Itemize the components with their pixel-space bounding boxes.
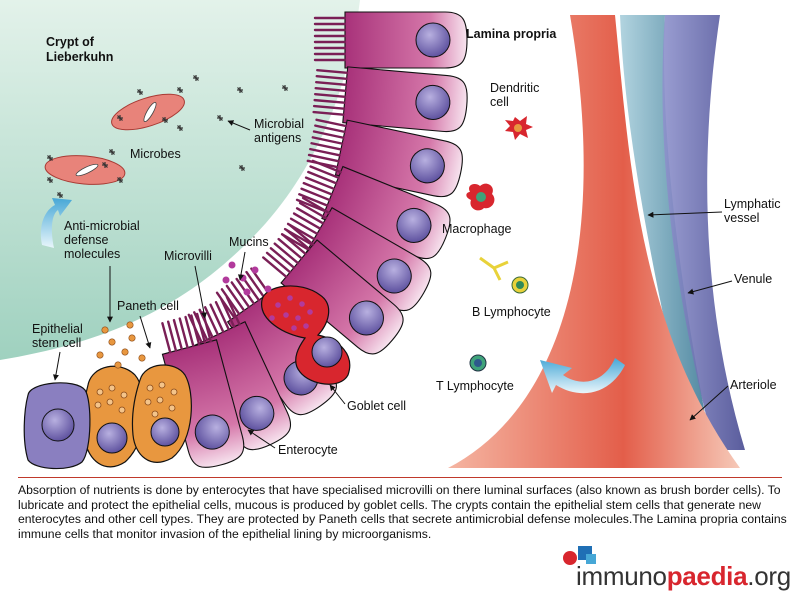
label-b-lymphocyte: B Lymphocyte bbox=[472, 305, 551, 319]
label-microbial-antigens-line1: Microbial bbox=[254, 117, 304, 131]
label-arteriole: Arteriole bbox=[730, 378, 777, 392]
enterocyte-cell bbox=[262, 224, 404, 355]
goblet-cell bbox=[261, 285, 351, 385]
label-epithelial-stem-cell-line1: Epithelial bbox=[32, 322, 83, 336]
label-dendritic-cell-line2: cell bbox=[490, 95, 509, 109]
label-microbial-antigens-line2: antigens bbox=[254, 131, 301, 145]
caption-divider bbox=[18, 477, 782, 478]
label-macrophage: Macrophage bbox=[442, 222, 512, 236]
label-dendritic-cell-line1: Dendritic bbox=[490, 81, 539, 95]
enterocyte-cell bbox=[312, 66, 468, 133]
label-anti-microbial-line1: Anti-microbial bbox=[64, 219, 140, 233]
b-lymphocyte-icon bbox=[479, 256, 529, 294]
diagram-labels: Crypt of Lieberkuhn Lamina propria Micro… bbox=[32, 27, 781, 457]
label-microbes: Microbes bbox=[130, 147, 181, 161]
label-epithelial-stem-cell-line2: stem cell bbox=[32, 336, 81, 350]
crypt-lumen bbox=[0, 0, 360, 360]
epithelium bbox=[161, 11, 468, 468]
anti-microbial-granules bbox=[96, 321, 146, 369]
lymphatic-vessel bbox=[620, 15, 710, 440]
anti-microbial-arrow bbox=[40, 198, 72, 248]
label-paneth-cell: Paneth cell bbox=[117, 299, 179, 313]
label-enterocyte: Enterocyte bbox=[278, 443, 338, 457]
venule bbox=[662, 15, 745, 450]
diagram-caption: Absorption of nutrients is done by enter… bbox=[18, 483, 787, 541]
immunopaedia-logo: immunopaedia.org bbox=[576, 561, 791, 592]
leader-lines bbox=[52, 120, 733, 449]
crypt-diagram: Crypt of Lieberkuhn Lamina propria Micro… bbox=[0, 0, 781, 470]
label-mucins: Mucins bbox=[229, 235, 269, 249]
label-anti-microbial-line3: molecules bbox=[64, 247, 120, 261]
label-crypt-line1: Crypt of bbox=[46, 35, 95, 49]
t-lymphocyte-icon bbox=[469, 354, 487, 372]
logo-cube-icon bbox=[563, 546, 596, 565]
paneth-cell bbox=[82, 364, 192, 468]
logo-part-org: .org bbox=[747, 561, 791, 591]
dendritic-cell-icon bbox=[505, 116, 533, 140]
microbial-antigen-icons bbox=[47, 75, 288, 198]
logo-part-paedia: paedia bbox=[666, 561, 748, 591]
label-crypt-line2: Lieberkuhn bbox=[46, 50, 113, 64]
label-lamina-propria: Lamina propria bbox=[466, 27, 557, 41]
epithelial-stem-cell bbox=[23, 382, 91, 470]
label-microvilli: Microvilli bbox=[164, 249, 212, 263]
enterocyte-cell bbox=[313, 11, 468, 69]
label-venule: Venule bbox=[734, 272, 772, 286]
macrophage-icon bbox=[466, 183, 495, 211]
label-goblet-cell: Goblet cell bbox=[347, 399, 406, 413]
immune-migration-arrow bbox=[540, 358, 625, 394]
label-lymphatic-vessel-line2: vessel bbox=[724, 211, 759, 225]
arteriole bbox=[448, 15, 740, 468]
label-lymphatic-vessel-line1: Lymphatic bbox=[724, 197, 781, 211]
label-t-lymphocyte: T Lymphocyte bbox=[436, 379, 514, 393]
enterocyte-cell bbox=[295, 159, 451, 260]
logo-part-immuno: immuno bbox=[576, 561, 667, 591]
label-anti-microbial-line2: defense bbox=[64, 233, 109, 247]
